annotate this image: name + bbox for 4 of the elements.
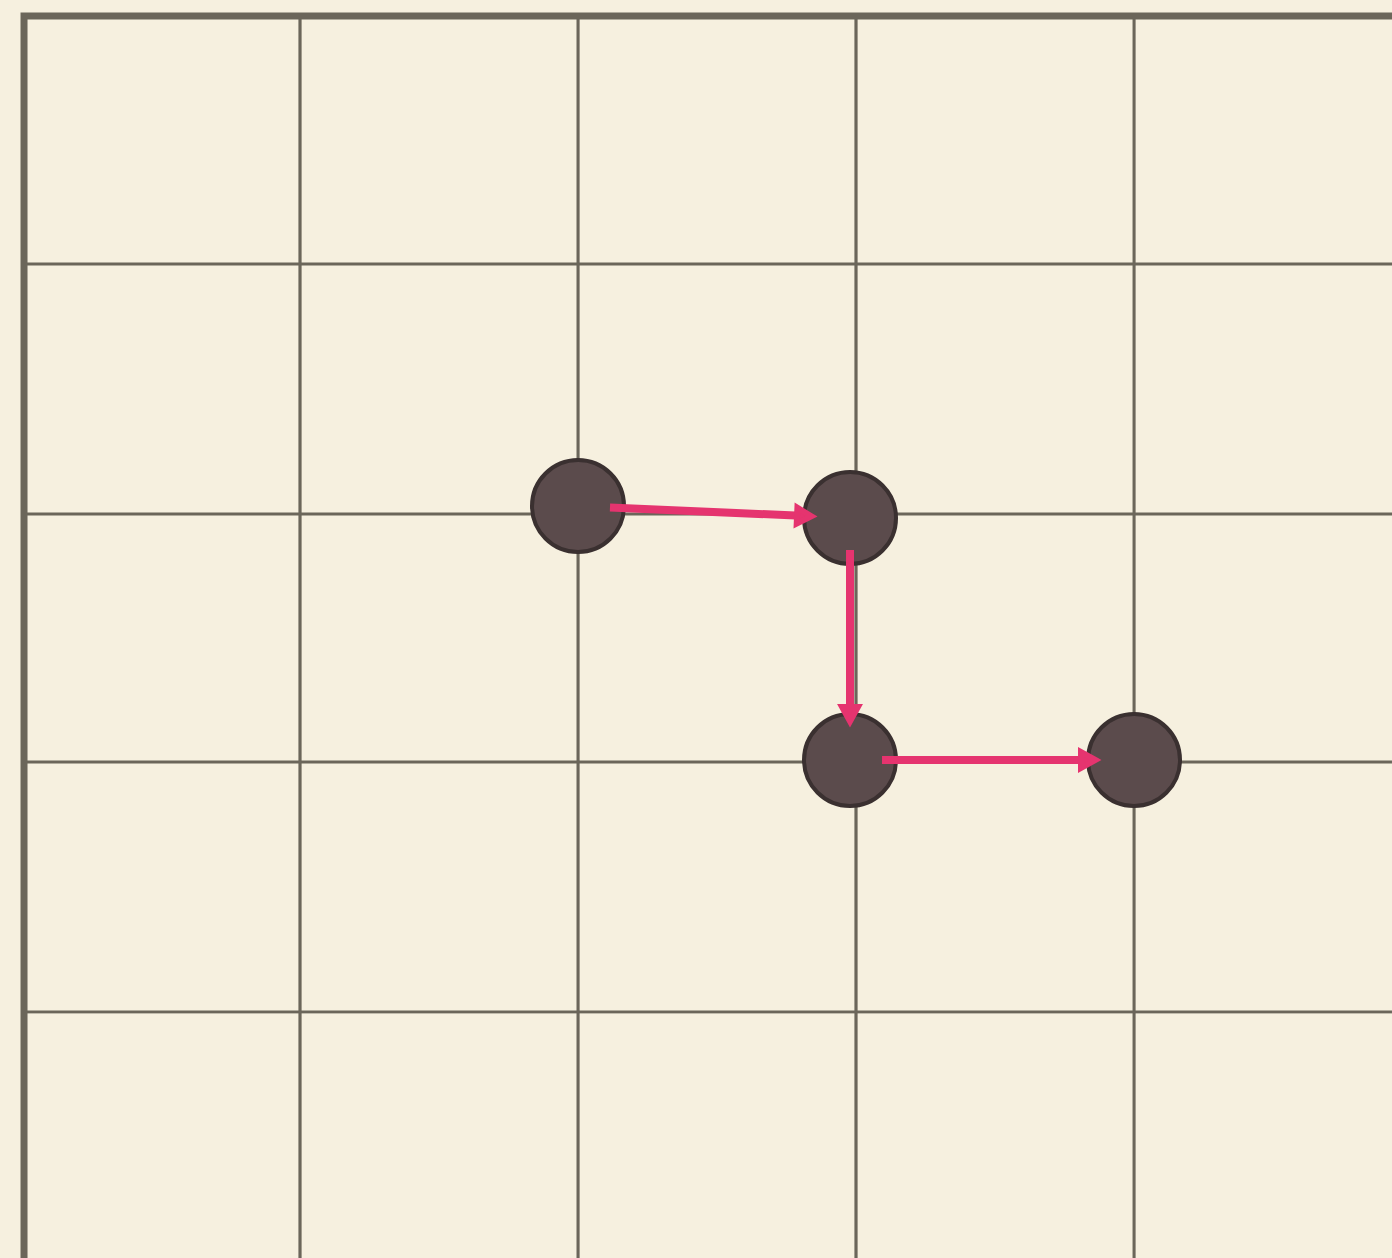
point-marker [1086,712,1182,808]
point-marker [802,470,898,566]
point-marker [802,712,898,808]
point-marker [530,458,626,554]
